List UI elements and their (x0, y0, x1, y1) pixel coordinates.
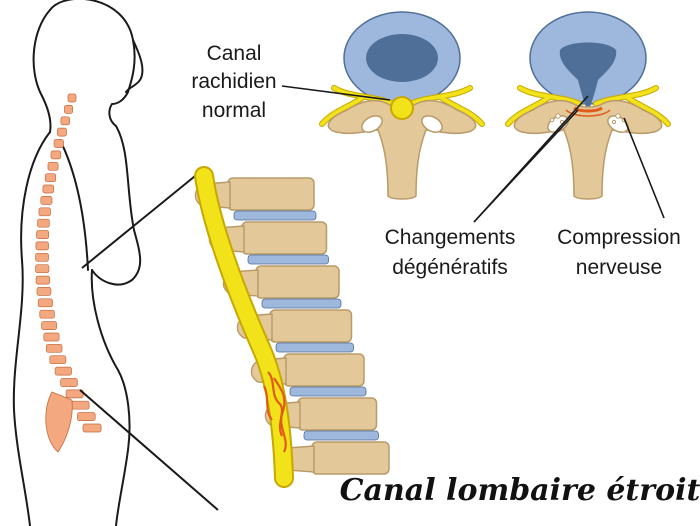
intervertebral-disc (233, 210, 317, 221)
small-vertebra (77, 412, 96, 421)
zoom-callout-lines (79, 171, 219, 511)
small-vertebra (35, 252, 49, 262)
spinal-canal-cord (390, 96, 414, 120)
vertebral-body (255, 265, 340, 299)
spine-column (35, 93, 102, 453)
small-vertebra (54, 366, 72, 376)
lumbar-spine-closeup (194, 166, 390, 488)
label-normal-canal: Canal rachidien normal (191, 42, 276, 122)
small-vertebra (39, 309, 55, 319)
small-vertebra (42, 184, 55, 194)
small-vertebra (35, 241, 49, 251)
small-vertebra (44, 173, 57, 183)
small-vertebra (35, 264, 50, 274)
vertebral-body (241, 221, 328, 255)
cross-section-stenosis (505, 11, 671, 200)
small-vertebra (50, 150, 62, 160)
intervertebral-disc (275, 342, 354, 353)
small-vertebra (38, 207, 51, 217)
small-vertebra (43, 332, 60, 342)
intervertebral-disc (261, 298, 342, 309)
small-vertebra (41, 321, 57, 330)
vertebral-body (227, 177, 315, 211)
small-vertebra (37, 298, 53, 308)
intervertebral-disc (247, 254, 329, 265)
vertebral-body (311, 441, 390, 475)
small-vertebra (71, 400, 90, 410)
small-vertebra (36, 230, 50, 239)
intervertebral-disc (289, 386, 367, 397)
small-vertebra (45, 343, 63, 353)
small-vertebra (36, 287, 52, 296)
vertebral-body (269, 309, 353, 343)
small-vertebra (47, 161, 59, 171)
label-normal-canal-line1: Canal (207, 42, 262, 65)
small-vertebra (82, 423, 102, 433)
label-degenerative: Changements dégénératifs (385, 226, 516, 279)
label-compression-line1: Compression (557, 226, 681, 249)
small-vertebra (53, 139, 64, 148)
small-vertebra (49, 355, 67, 365)
small-vertebra (57, 127, 67, 137)
disc-herniation (559, 42, 617, 112)
illustration-title: Canal lombaire étroit (340, 473, 700, 508)
vertebral-body (297, 397, 378, 431)
label-degenerative-line1: Changements (385, 226, 516, 249)
label-pointer-lines (281, 85, 665, 223)
small-vertebra (37, 218, 50, 228)
label-normal-canal-line3: normal (202, 99, 266, 122)
small-vertebra (67, 93, 77, 103)
label-compression: Compression nerveuse (557, 226, 681, 279)
label-compression-line2: nerveuse (576, 256, 662, 279)
disc-nucleus (366, 34, 438, 82)
small-vertebra (64, 105, 74, 114)
small-vertebra (40, 196, 53, 205)
label-normal-canal-line2: rachidien (191, 70, 276, 93)
small-vertebra (60, 116, 70, 126)
body-silhouette (12, 0, 144, 526)
small-vertebra (35, 275, 51, 285)
intervertebral-disc (303, 430, 379, 441)
label-degenerative-line2: dégénératifs (392, 256, 508, 279)
small-vertebra (60, 378, 78, 387)
vertebral-body (283, 353, 365, 387)
compression-zone (262, 371, 287, 453)
sacrum (45, 391, 73, 453)
cross-section-normal (319, 11, 485, 200)
